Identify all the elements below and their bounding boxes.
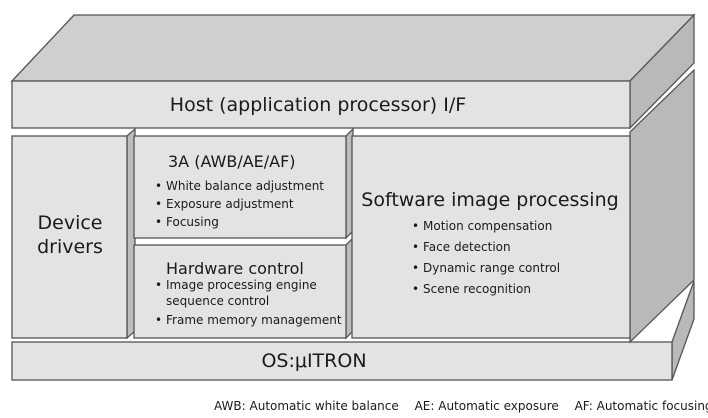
software-processing-face [351,135,631,339]
device-drivers-label-line1: Device [38,212,103,234]
hardware-item-line1: Image processing engine [166,278,317,292]
os-layer-label: OS:μITRON [261,350,366,372]
os-layer: OS:μITRON [11,280,695,381]
hardware-item-line1: Frame memory management [166,313,342,327]
three-a-title: 3A (AWB/AE/AF) [168,152,296,171]
host-layer-label: Host (application processor) I/F [170,94,466,116]
three-a-item-bullet: • [155,197,162,211]
caption-ae: AE: Automatic exposure [414,399,559,413]
software-processing-block: Software image processing • Motion compe… [351,135,631,339]
device-drivers-face [11,135,128,339]
host-layer: Host (application processor) I/F [10,13,696,130]
three-a-item: Focusing [166,215,219,229]
three-a-block: 3A (AWB/AE/AF) • White balance adjustmen… [133,127,354,240]
abbreviation-caption: AWB: Automatic white balance AE: Automat… [214,399,708,413]
caption-awb: AWB: Automatic white balance [214,399,399,413]
device-drivers-block: Device drivers [11,127,136,340]
software-item: Dynamic range control [423,261,560,275]
hardware-item-bullet: • [155,278,162,292]
host-layer-face [11,80,631,129]
software-item-bullet: • [412,282,419,296]
software-item-bullet: • [412,261,419,275]
three-a-face [133,135,347,239]
hardware-control-face [133,244,347,339]
hardware-control-block: Hardware control • Image processing engi… [133,236,354,340]
three-a-item: Exposure adjustment [166,197,294,211]
software-item-bullet: • [412,219,419,233]
three-a-item-bullet: • [155,215,162,229]
software-processing-title: Software image processing [361,189,618,211]
os-layer-face [11,341,673,381]
device-drivers-label-line2: drivers [37,236,103,258]
hardware-item-bullet: • [155,313,162,327]
three-a-item: White balance adjustment [166,179,324,193]
caption-af: AF: Automatic focusing [574,399,708,413]
hardware-item-line2: sequence control [166,294,269,308]
three-a-item-bullet: • [155,179,162,193]
host-layer-top [10,14,696,82]
software-item-bullet: • [412,240,419,254]
hardware-control-title: Hardware control [166,259,304,278]
software-item: Scene recognition [423,282,531,296]
software-item: Motion compensation [423,219,552,233]
software-item: Face detection [423,240,511,254]
